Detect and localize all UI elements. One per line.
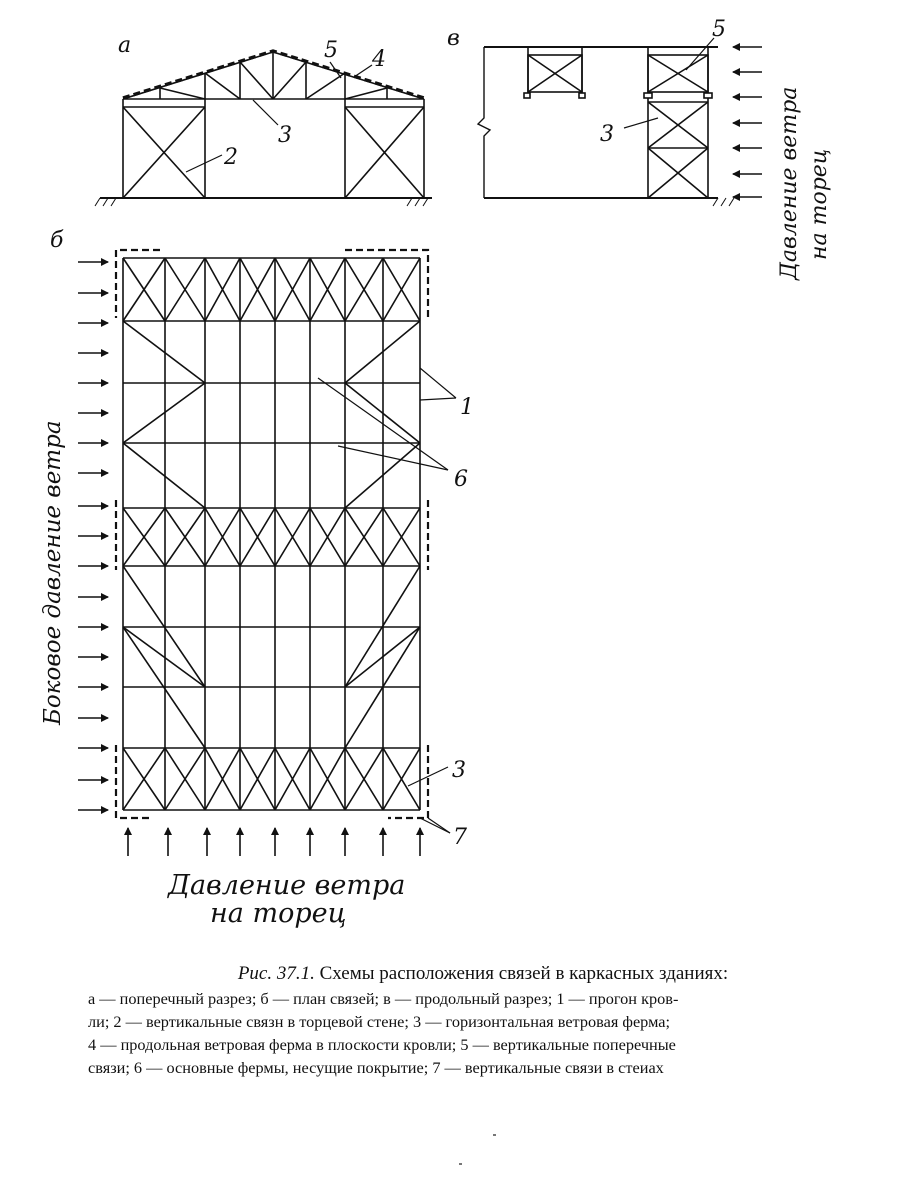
callout-3-plan: 3 [452,758,466,783]
end-wind-label-2: на торец [210,898,346,929]
x-brace-diagonal [274,507,311,567]
scan-speck [493,1134,496,1136]
caption-figure-number: Рис. 37.1. [237,963,315,984]
x-brace-diagonal [309,747,346,811]
longitudinal-tie [122,565,206,688]
leader-line [419,397,457,401]
x-brace-diagonal [122,747,166,811]
ground-hatch [94,197,429,207]
leader-line [419,367,457,399]
longitudinal-tie [344,626,421,688]
x-brace-diagonal [274,257,311,322]
leader-line [317,377,449,471]
x-brace-diagonal [164,507,206,567]
x-brace-diagonal [122,507,166,567]
panel-label-v: в [447,26,460,51]
x-brace-diagonal [344,507,384,567]
x-brace-diagonal [309,507,346,567]
longitudinal-tie [344,382,421,444]
callout-1: 1 [460,395,474,420]
longitudinal-tie [344,442,421,509]
x-brace-diagonal [382,507,421,567]
break-line [476,47,492,198]
end-wind-label-1: Давление ветра [167,870,405,901]
x-brace-diagonal [344,747,384,811]
longitudinal-tie [344,320,421,384]
caption-title-text: Схемы расположения связей в каркасных зд… [319,963,729,984]
longitudinal-tie [344,626,421,749]
callout-5-section: 5 [324,38,338,63]
callout-7: 7 [453,825,467,850]
x-brace-diagonal [204,507,241,567]
bracing-plan-view [114,248,457,834]
end-wind-label-vertical-2: на торец [807,149,832,260]
caption-line: 4 — продольная ветровая ферма в плоскост… [88,1035,676,1054]
x-brace-diagonal [164,747,206,811]
wall-bracing-dashed [114,745,152,820]
end-wind-arrows-vertical [732,43,762,201]
cross-section-view: а [94,33,432,207]
caption-line: а — поперечный разрез; б — план связей; … [88,989,679,1008]
caption-line: связи; 6 — основные фермы, несущие покры… [88,1058,664,1077]
scan-speck [459,1163,462,1165]
wall-bracing-dashed [345,248,430,318]
caption-line: ли; 2 — вертикальные связн в торцевой ст… [88,1012,671,1031]
callout-6: 6 [454,467,468,492]
panel-label-b: б [50,228,64,253]
figure-caption: Рис. 37.1. Схемы расположения связей в к… [88,962,878,1079]
longitudinal-tie [344,565,421,688]
x-brace-diagonal [344,257,384,322]
x-brace-diagonal [309,257,346,322]
callout-2: 2 [223,145,238,170]
x-brace-diagonal [382,257,421,322]
roof-bracing-dashed [122,49,425,100]
leader-line [337,445,449,471]
x-brace-diagonal [122,257,166,322]
wall-bracing-dashed [114,248,160,318]
longitudinal-section-view: в [447,26,735,207]
x-brace-diagonal [239,507,276,567]
leader-line [419,817,451,834]
end-wind-label-vertical-1: Давление ветра [777,87,802,281]
x-brace-diagonal [239,747,276,811]
x-brace-diagonal [204,747,241,811]
callout-5-long: 5 [712,17,726,42]
x-brace-diagonal [274,747,311,811]
callout-4: 4 [371,47,386,72]
ground-hatch-v [712,197,735,207]
end-wind-arrows [124,827,424,856]
panel-label-a: а [118,33,131,58]
side-wind-arrows [78,258,109,814]
longitudinal-tie [122,382,206,444]
longitudinal-tie [122,626,206,688]
x-brace-diagonal [239,257,276,322]
longitudinal-tie [122,320,206,384]
callout-3-section: 3 [278,123,292,148]
x-brace-diagonal [164,257,206,322]
longitudinal-tie [122,442,206,509]
side-wind-label: Боковое давление ветра [40,420,66,726]
leader-line [407,766,449,787]
bracing-schemes-figure: а [40,17,832,929]
caption-title: Рис. 37.1. Схемы расположения связей в к… [88,962,878,985]
callout-3-long: 3 [600,122,614,147]
longitudinal-tie [122,626,206,749]
wall-bracing-dashed [388,745,430,820]
x-brace-diagonal [204,257,241,322]
x-brace-diagonal [382,747,421,811]
